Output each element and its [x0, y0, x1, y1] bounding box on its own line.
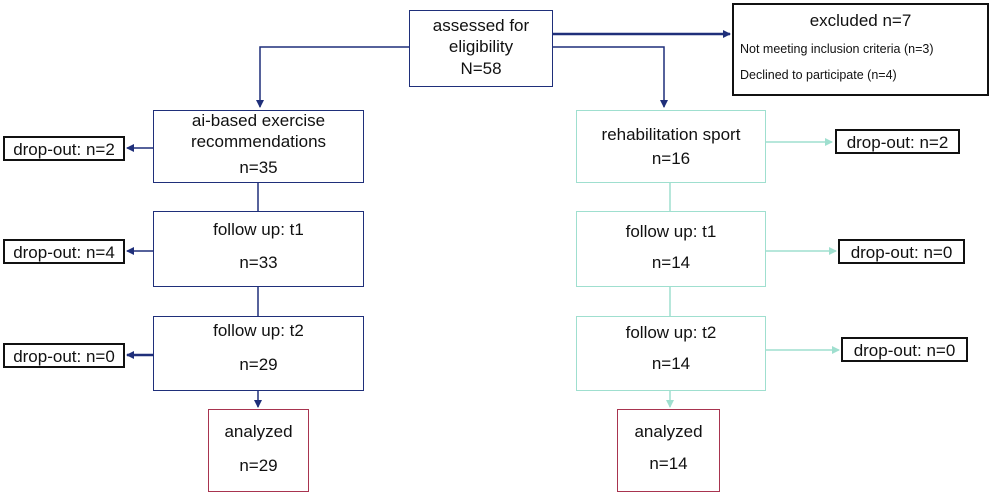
rehab-followup-t2-label: follow up: t2 — [625, 323, 717, 342]
rehab-dropout-2: drop-out: n=0 — [838, 239, 965, 264]
assessed-box: assessed for eligibility N=58 — [409, 10, 553, 87]
rehab-dropout-2-label: drop-out: n=0 — [850, 243, 953, 262]
ai-dropout-3-label: drop-out: n=0 — [13, 347, 115, 366]
assessed-count: N=58 — [460, 59, 502, 78]
ai-followup-t2-count: n=29 — [239, 355, 278, 374]
connector-ai-allocation — [256, 46, 409, 108]
rehab-allocation-box: rehabilitation sport n=16 — [576, 110, 766, 183]
rehab-dropout-3: drop-out: n=0 — [841, 337, 968, 362]
rehab-dropout-1: drop-out: n=2 — [835, 129, 960, 154]
ai-dropout-3: drop-out: n=0 — [3, 343, 125, 368]
ai-allocation-box: ai-based exercise recommendations n=35 — [153, 110, 364, 183]
ai-allocation-line2: recommendations — [190, 132, 327, 151]
excluded-reason-1: Not meeting inclusion criteria (n=3) — [740, 42, 934, 56]
ai-dropout-2: drop-out: n=4 — [3, 239, 125, 264]
ai-followup-t2-box: follow up: t2 n=29 — [153, 316, 364, 391]
rehab-followup-t2-box: follow up: t2 n=14 — [576, 316, 766, 391]
excluded-box: excluded n=7 Not meeting inclusion crite… — [732, 3, 989, 96]
excluded-reason-2: Declined to participate (n=4) — [740, 68, 897, 82]
rehab-analyzed-label: analyzed — [634, 422, 703, 441]
excluded-title: excluded n=7 — [809, 11, 912, 30]
rehab-dropout-1-label: drop-out: n=2 — [846, 133, 949, 152]
ai-allocation-count: n=35 — [239, 158, 278, 177]
ai-analyzed-label: analyzed — [224, 422, 293, 441]
rehab-followup-t1-count: n=14 — [651, 253, 691, 272]
rehab-analyzed-count: n=14 — [649, 454, 688, 473]
ai-followup-t2-label: follow up: t2 — [213, 321, 304, 340]
ai-followup-t1-label: follow up: t1 — [213, 220, 304, 239]
ai-analyzed-box: analyzed n=29 — [208, 409, 309, 492]
rehab-allocation-line1: rehabilitation sport — [601, 125, 741, 144]
rehab-followup-t1-box: follow up: t1 n=14 — [576, 211, 766, 287]
rehab-followup-t2-count: n=14 — [651, 354, 691, 373]
connector-rehab-allocation — [553, 46, 668, 108]
ai-followup-t1-box: follow up: t1 n=33 — [153, 211, 364, 287]
ai-followup-t1-count: n=33 — [239, 253, 278, 272]
ai-allocation-line1: ai-based exercise — [191, 111, 326, 130]
ai-dropout-1-label: drop-out: n=2 — [13, 140, 115, 159]
ai-analyzed-count: n=29 — [239, 456, 278, 475]
rehab-allocation-count: n=16 — [651, 149, 691, 168]
ai-dropout-1: drop-out: n=2 — [3, 136, 125, 161]
rehab-followup-t1-label: follow up: t1 — [625, 222, 717, 241]
assessed-line1: assessed for — [432, 16, 530, 35]
rehab-dropout-3-label: drop-out: n=0 — [853, 341, 956, 360]
rehab-analyzed-box: analyzed n=14 — [617, 409, 720, 492]
ai-dropout-2-label: drop-out: n=4 — [13, 243, 115, 262]
assessed-line2: eligibility — [448, 37, 514, 56]
